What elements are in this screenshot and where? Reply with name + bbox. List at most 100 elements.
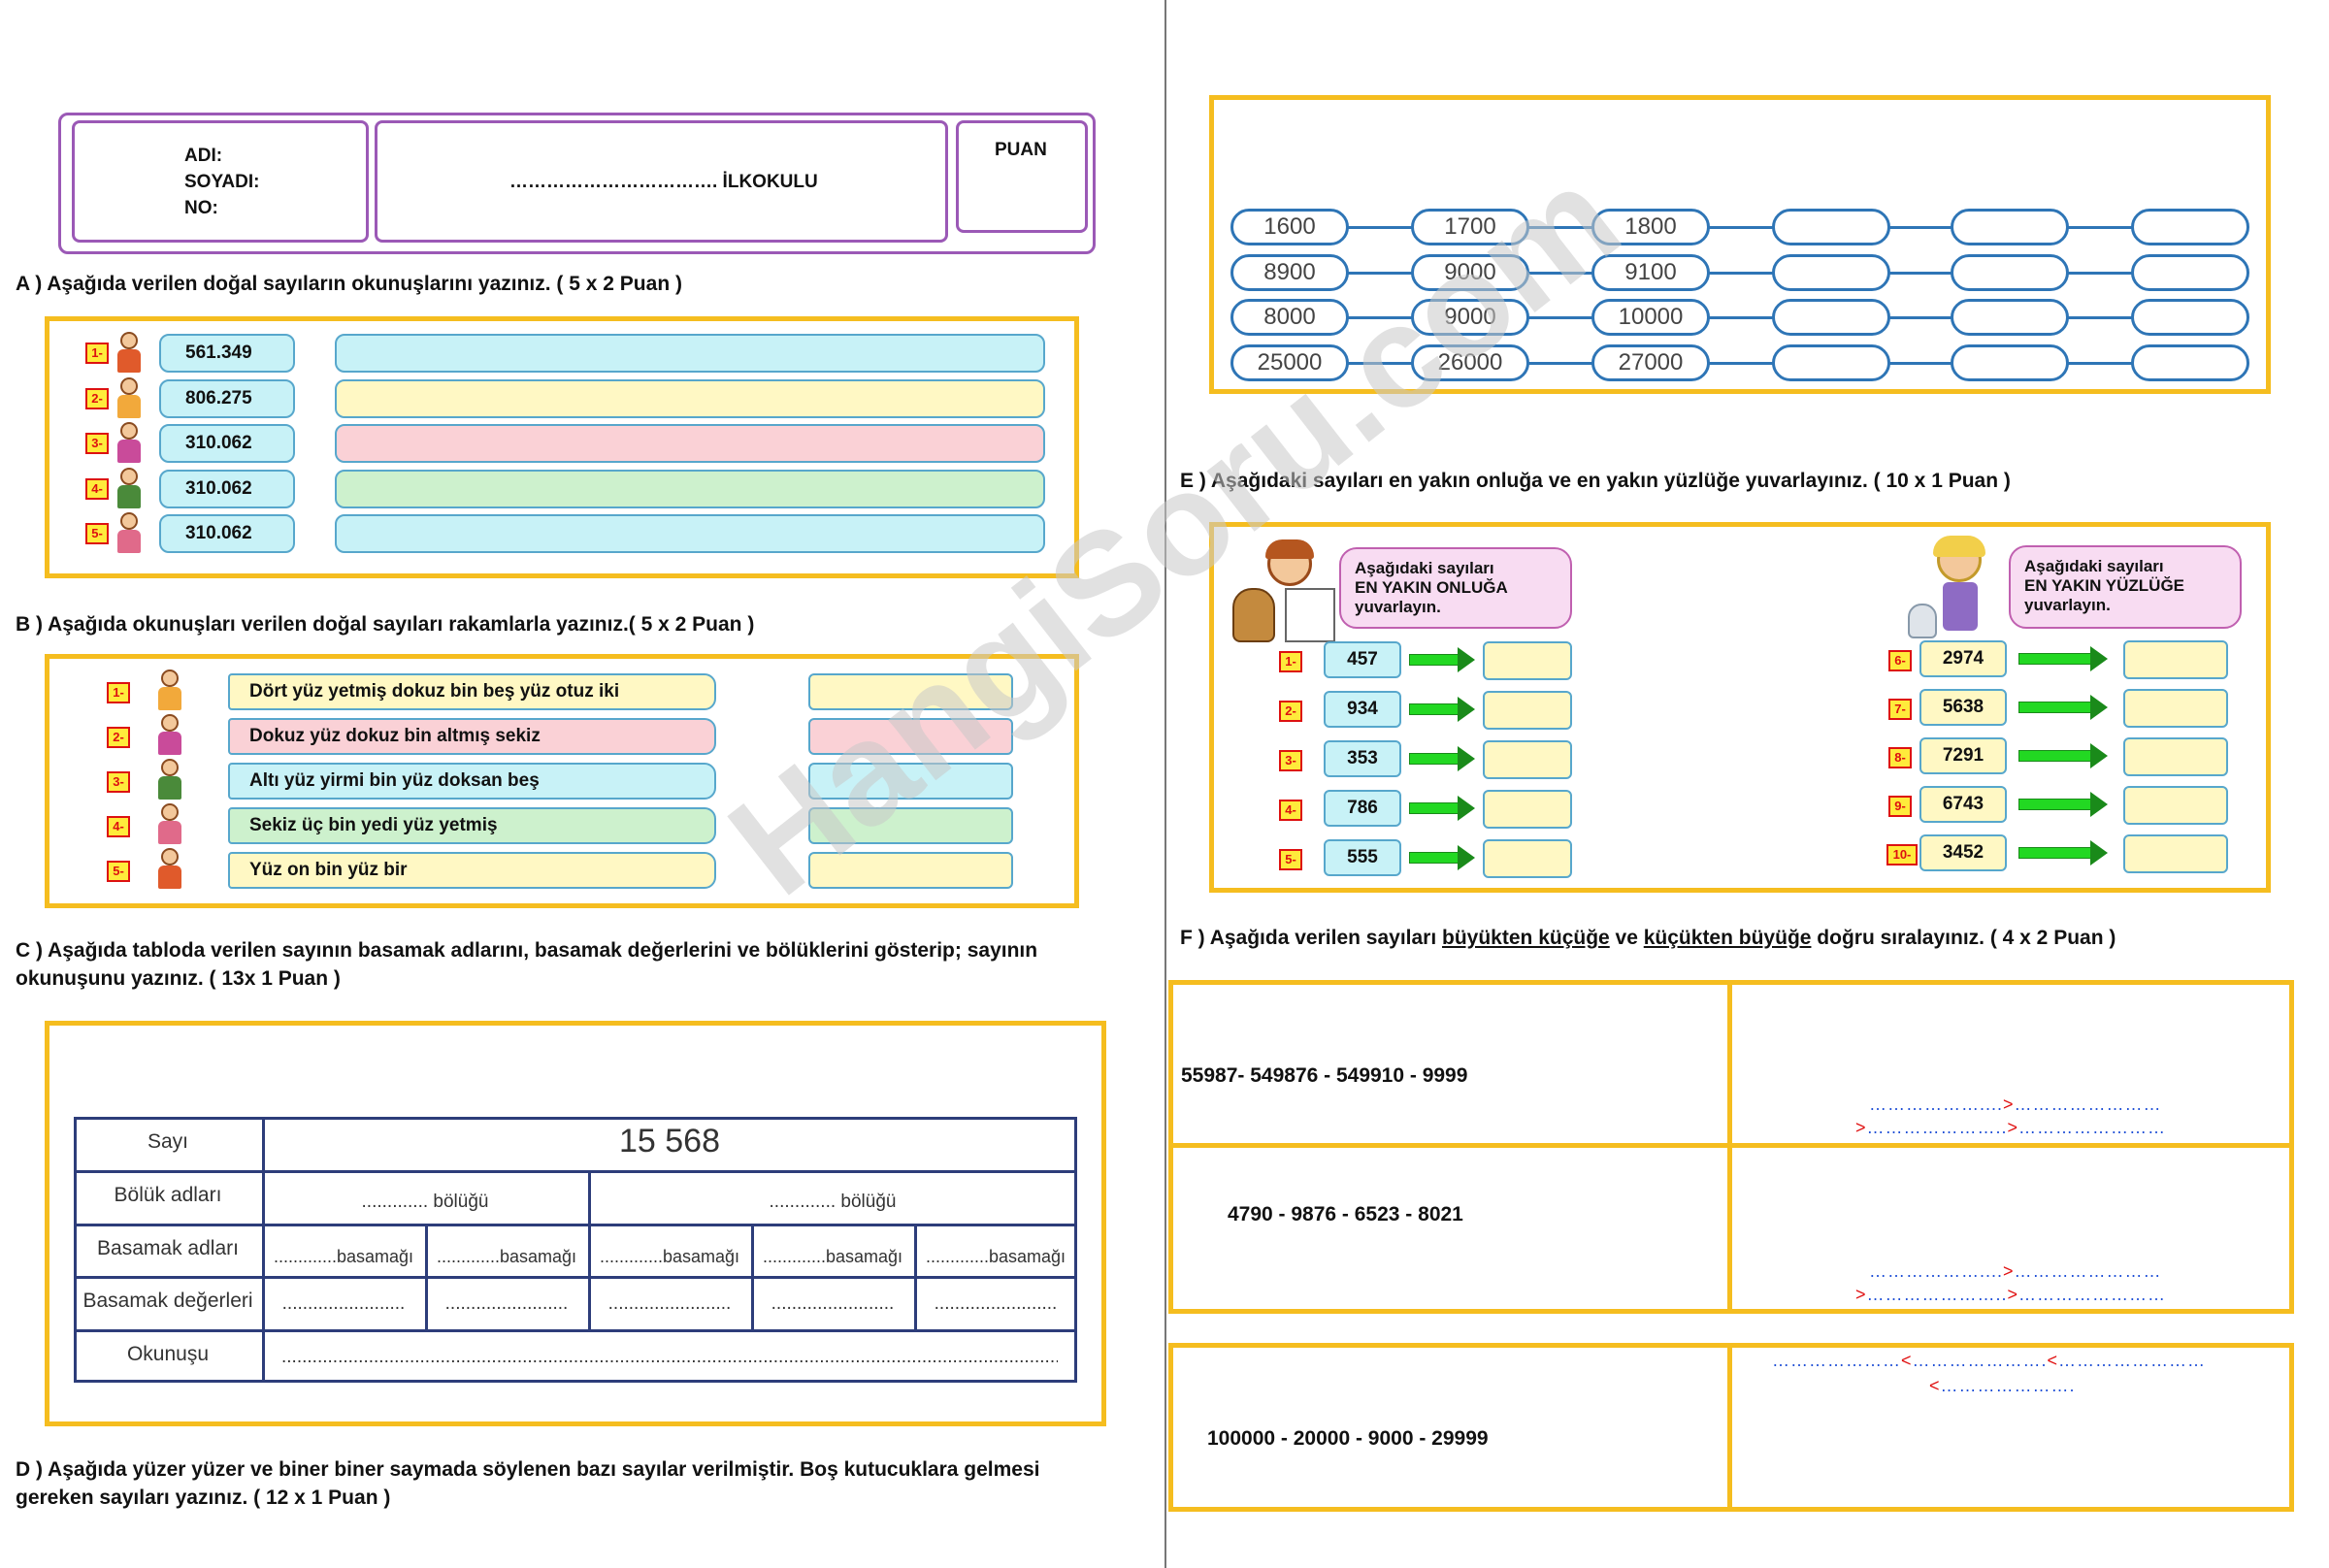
rounding-answer-box[interactable] [1483,641,1572,680]
digit-name-blank[interactable]: .............basamağı [436,1246,577,1266]
digit-value-blank[interactable]: ........................ [444,1293,569,1315]
digit-name-blank[interactable]: .............basamağı [925,1246,1066,1266]
rounding-answer-box[interactable] [1483,691,1572,730]
score-box[interactable] [956,120,1088,233]
child-icon-part [158,687,181,710]
reading-blank[interactable]: ........................................… [281,1347,1058,1368]
name-label: ADI: [184,146,223,166]
missing-number-box[interactable] [2131,209,2249,245]
digits-answer-box[interactable] [808,673,1013,710]
reading-answer-box[interactable] [335,469,1045,508]
table-col-line [751,1223,754,1330]
rounding-answer-box[interactable] [1483,790,1572,829]
reading-answer-box[interactable] [335,514,1045,553]
digits-answer-box[interactable] [808,807,1013,844]
school-box[interactable] [375,120,948,243]
missing-number-box[interactable] [1772,299,1890,336]
rounding-answer-box[interactable] [2123,689,2228,728]
instruction-bubble-tens: Aşağıdaki sayıları EN YAKIN ONLUĞA yuvar… [1339,547,1572,629]
sort-numbers-row3: 100000 - 20000 - 9000 - 29999 [1207,1427,1489,1450]
answer-line[interactable]: >…………………..>…………………… [1855,1285,2167,1304]
number-to-read: 806.275 [159,378,295,418]
missing-number-box[interactable] [1772,209,1890,245]
item-number-badge: 1- [1279,651,1302,672]
number-to-round: 555 [1324,839,1401,876]
arrow-part [2090,840,2108,866]
missing-number-box[interactable] [2131,253,2249,291]
answer-line[interactable]: ………………....>…………………… [1869,1094,2162,1114]
missing-number-box[interactable] [1951,343,2069,381]
number-to-round: 2974 [1919,640,2007,677]
reading-answer-box[interactable] [335,424,1045,463]
student-info-header [58,113,1096,254]
group-name-blank[interactable]: ............. bölüğü [769,1191,897,1212]
child-icon [115,332,144,375]
digits-answer-box[interactable] [808,852,1013,889]
answer-line[interactable]: <…………………. [1929,1376,2076,1395]
frame-divider [1168,1143,2294,1148]
right-arrow-icon [1409,845,1475,870]
missing-number-box[interactable] [1951,299,2069,336]
item-number-badge: 3- [1279,750,1302,771]
digit-value-blank[interactable]: ........................ [934,1293,1058,1315]
table-col-line [588,1223,591,1330]
rounding-answer-box[interactable] [1483,740,1572,779]
rounding-answer-box[interactable] [2123,786,2228,825]
number-to-round: 934 [1324,691,1401,728]
rounding-answer-box[interactable] [2123,640,2228,679]
table-row-label: Bölük adları [114,1183,222,1206]
title-text: doğru sıralayınız. ( 4 x 2 Puan ) [1811,927,2116,949]
arrow-part [2090,646,2108,671]
number-to-round: 3452 [1919,834,2007,871]
right-arrow-icon [2018,646,2108,671]
bubble-line: EN YAKIN YÜZLÜĞE [2024,576,2185,595]
student-no-label: NO: [184,198,218,218]
missing-number-box[interactable] [1951,253,2069,291]
digit-name-blank[interactable]: .............basamağı [599,1246,740,1266]
bubble-line: Aşağıdaki sayıları [1355,559,1494,577]
rounding-answer-box[interactable] [1483,839,1572,878]
digit-name-blank[interactable]: .............basamağı [762,1246,903,1266]
missing-number-box[interactable] [1951,209,2069,245]
right-arrow-icon [1409,746,1475,771]
sort-numbers-row2: 4790 - 9876 - 6523 - 8021 [1228,1203,1463,1225]
group-name-blank[interactable]: ............. bölüğü [361,1191,489,1212]
section-c-title-line2: okunuşunu yazınız. ( 13x 1 Puan ) [16,967,341,990]
missing-number-box[interactable] [2131,343,2249,381]
rounding-answer-box[interactable] [2123,834,2228,873]
right-arrow-icon [1409,796,1475,821]
given-number-pill: 9000 [1411,299,1529,336]
arrow-part [1458,845,1475,870]
answer-line[interactable]: …………………<………………….<…………………… [1772,1351,2207,1370]
digits-answer-box[interactable] [808,718,1013,755]
name-box[interactable] [72,120,369,243]
rounding-answer-box[interactable] [2123,737,2228,776]
answer-line[interactable]: >…………………..>…………………… [1855,1118,2167,1137]
answer-line[interactable]: ………………....>…………………… [1869,1261,2162,1281]
number-to-read: 310.062 [159,469,295,508]
number-to-round: 457 [1324,641,1401,678]
reading-answer-box[interactable] [335,334,1045,373]
reading-answer-box[interactable] [335,378,1045,418]
child-icon-part [158,732,181,755]
digit-value-blank[interactable]: ........................ [607,1293,732,1315]
digit-value-blank[interactable]: ........................ [281,1293,406,1315]
item-number-badge: 1- [107,682,130,703]
item-number-badge: 4- [1279,800,1302,821]
right-arrow-icon [1409,697,1475,722]
item-number-badge: 1- [85,343,109,364]
missing-number-box[interactable] [2131,299,2249,336]
child-icon [155,803,184,846]
missing-number-box[interactable] [1772,343,1890,381]
child-icon-part [161,670,179,687]
digit-value-blank[interactable]: ........................ [771,1293,895,1315]
digits-answer-box[interactable] [808,763,1013,800]
arrow-part [1458,746,1475,771]
title-underlined-asc: küçükten büyüğe [1643,927,1812,949]
digit-name-blank[interactable]: .............basamağı [273,1246,414,1266]
table-col-line [425,1223,428,1330]
arrow-part [2090,695,2108,720]
child-icon-part [117,530,141,553]
missing-number-box[interactable] [1772,253,1890,291]
child-icon [115,512,144,555]
